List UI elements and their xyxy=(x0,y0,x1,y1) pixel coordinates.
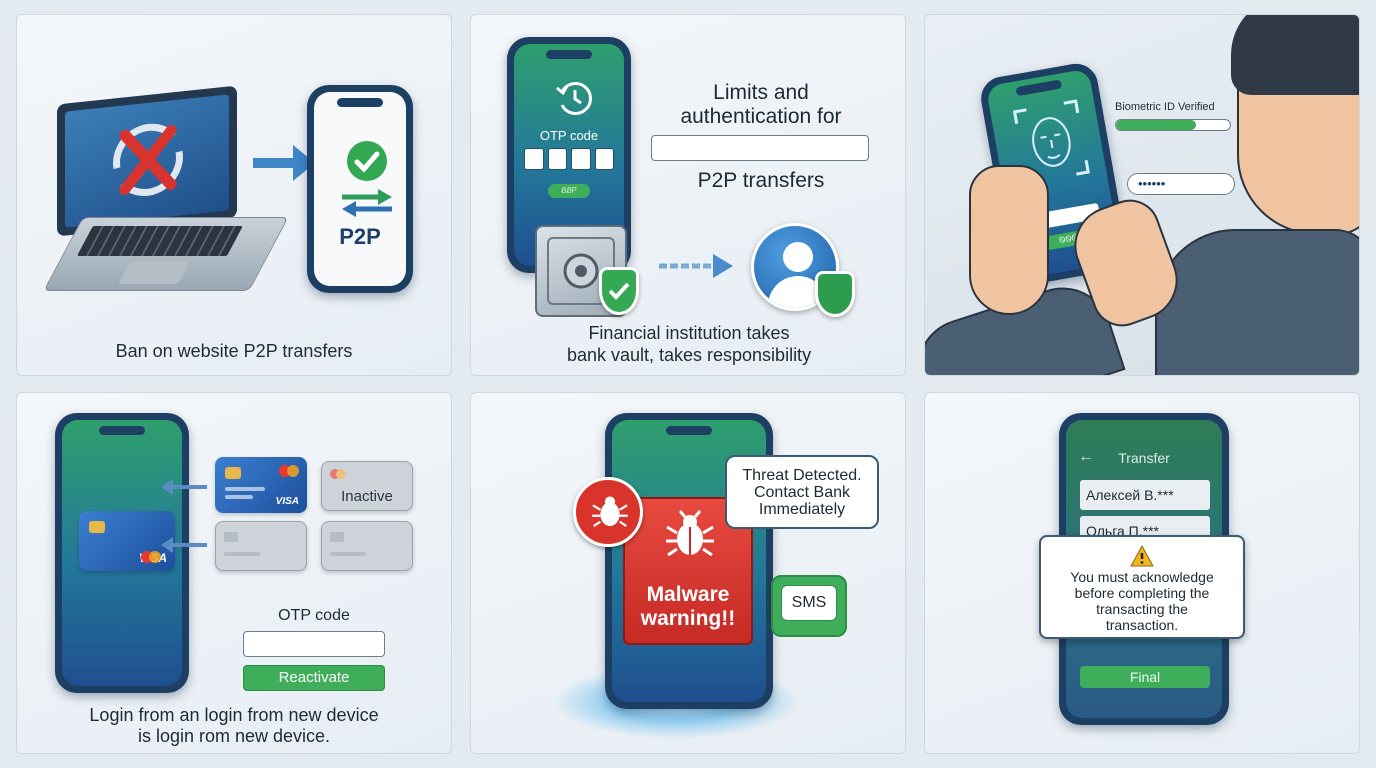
caption-line-1: Login from an login from new device xyxy=(89,705,379,725)
card-inactive-1[interactable] xyxy=(215,521,307,571)
face-scan-icon xyxy=(1012,99,1090,185)
panel-new-device: VISA VISA Inactive OTP code Reactivate L… xyxy=(16,392,452,754)
card-active[interactable]: VISA xyxy=(215,457,307,513)
biometric-progress-fill xyxy=(1116,120,1196,130)
acknowledge-dialog: You must acknowledge before completing t… xyxy=(1039,535,1245,639)
sms-bubble[interactable]: SMS xyxy=(771,575,847,637)
card-inactive-labelled[interactable]: Inactive xyxy=(321,461,413,511)
threat-line-2: Contact Bank xyxy=(753,484,851,501)
check-icon xyxy=(347,141,387,181)
vault-dial-icon xyxy=(563,253,599,289)
title-line-2: authentication for xyxy=(680,105,842,128)
clock-icon xyxy=(556,82,593,115)
threat-line-3: Immediately xyxy=(758,501,846,518)
shield-check-icon xyxy=(599,267,639,315)
blocked-x-icon xyxy=(113,123,183,196)
arrow-right-icon xyxy=(253,145,315,181)
title-line-1: Limits and xyxy=(713,81,809,104)
panel-malware: Malware warning!! Threat Detected. Conta… xyxy=(470,392,906,754)
otp-label: OTP code xyxy=(278,607,350,624)
threat-bubble: Threat Detected. Contact Bank Immediatel… xyxy=(725,455,879,529)
bug-icon xyxy=(666,510,714,557)
password-field[interactable]: •••••• xyxy=(1127,173,1235,195)
arrow-left-icon xyxy=(161,479,207,495)
warn-line-4: transaction. xyxy=(1105,617,1179,633)
laptop-screen xyxy=(57,85,237,237)
malware-line-2: warning!! xyxy=(640,607,736,630)
exchange-arrows-icon xyxy=(342,189,392,217)
laptop-keyboard xyxy=(43,217,289,291)
person-body xyxy=(1155,229,1359,375)
arrow-right-icon xyxy=(659,254,733,278)
warn-line-3: transacting the xyxy=(1096,601,1188,617)
otp-input[interactable] xyxy=(243,631,385,657)
person-hair xyxy=(1231,15,1359,95)
final-button[interactable]: Final xyxy=(1080,666,1210,688)
title-line-3: P2P transfers xyxy=(697,169,825,192)
threat-line-1: Threat Detected. xyxy=(742,467,862,484)
biometric-progress-bar xyxy=(1115,119,1231,131)
inactive-label: Inactive xyxy=(341,488,393,505)
panel-website-ban: P2P Ban on website P2P transfers xyxy=(16,14,452,376)
otp-digit-boxes[interactable] xyxy=(524,148,614,170)
bug-icon xyxy=(592,496,628,527)
panel-limits-auth: OTP code ᏰᏰᏢ Limits and authentication f… xyxy=(470,14,906,376)
panel-acknowledge: ← Transfer Алексей В.*** Ольга П.*** Fin… xyxy=(924,392,1360,754)
transfer-header: Transfer xyxy=(1118,450,1170,466)
contact-row-1[interactable]: Алексей В.*** xyxy=(1080,480,1210,510)
malware-line-1: Malware xyxy=(646,583,730,606)
warn-line-1: You must acknowledge xyxy=(1070,569,1214,585)
limits-input[interactable] xyxy=(651,135,869,161)
caption-line-2: is login rom new device. xyxy=(137,726,331,746)
caption-line-2: bank vault, takes responsibility xyxy=(566,345,812,365)
biometric-verified-label: Biometric ID Verified xyxy=(1115,101,1215,113)
phone-otp: OTP code ᏰᏰᏢ xyxy=(507,37,631,273)
otp-label: OTP code xyxy=(539,128,599,143)
otp-submit-button[interactable]: ᏰᏰᏢ xyxy=(548,184,590,198)
back-arrow-icon[interactable]: ← xyxy=(1078,448,1094,465)
phone-biometric: ••••• ᏫᏫᏫ xyxy=(977,60,1131,288)
panel-biometric: ••••• ᏫᏫᏫ Biometric ID Verified •••••• xyxy=(924,14,1360,376)
caption-website-ban: Ban on website P2P transfers xyxy=(115,341,353,361)
laptop xyxy=(43,85,289,295)
p2p-label: P2P xyxy=(339,224,381,249)
caption-line-1: Financial institution takes xyxy=(588,323,790,343)
arrow-left-icon xyxy=(161,537,207,553)
user-shield-icon xyxy=(815,271,855,317)
sms-label: SMS xyxy=(791,594,827,611)
reactivate-button[interactable]: Reactivate xyxy=(243,665,385,691)
warning-icon xyxy=(1130,545,1154,567)
sms-label-box: SMS xyxy=(781,585,837,621)
card-in-phone[interactable]: VISA xyxy=(79,511,175,571)
bug-alert-badge xyxy=(573,477,643,547)
card-inactive-2[interactable] xyxy=(321,521,413,571)
left-hand xyxy=(969,165,1049,315)
phone-p2p: P2P xyxy=(307,85,413,293)
warn-line-2: before completing the xyxy=(1074,585,1210,601)
